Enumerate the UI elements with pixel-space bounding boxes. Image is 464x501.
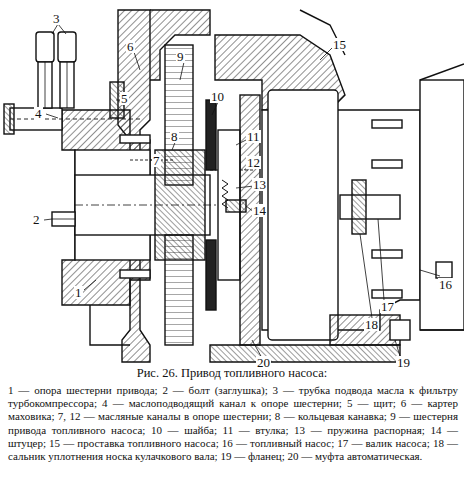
drawing-stroke: [46, 114, 58, 118]
drawing-stroke: [120, 135, 150, 143]
drawing-stroke: [210, 345, 400, 362]
drawing-stroke: [58, 32, 76, 62]
drawing-stroke: [372, 160, 402, 168]
drawing-stroke: [36, 32, 54, 62]
callout-number: 5: [120, 92, 129, 105]
drawing-stroke: [4, 104, 14, 134]
callout-number: 6: [126, 40, 135, 53]
drawing-stroke: [180, 62, 184, 80]
drawing-stroke: [240, 95, 260, 345]
drawing-stroke: [206, 240, 216, 310]
drawing-stroke: [360, 234, 372, 318]
drawing-stroke: [395, 340, 400, 356]
drawing-stroke: [60, 62, 74, 108]
drawing-stroke: [372, 120, 402, 128]
drawing-stroke: [44, 24, 440, 358]
drawing-stroke: [420, 270, 440, 276]
drawing-stroke: [58, 24, 66, 34]
callout-number: 19: [396, 356, 411, 369]
drawing-stroke: [372, 290, 402, 298]
drawing-stroke: [390, 320, 410, 340]
drawing-stroke: [52, 24, 58, 34]
drawing-stroke: [84, 280, 96, 290]
callout-number: 9: [176, 50, 185, 63]
drawing-stroke: [52, 219, 75, 220]
drawing-stroke: [4, 10, 464, 362]
callout-number: 17: [380, 300, 395, 313]
drawing-stroke: [52, 212, 75, 226]
drawing-stroke: [340, 195, 400, 219]
drawing-stroke: [320, 48, 332, 60]
figure-caption: Рис. 26. Привод топливного насоса:: [0, 366, 464, 381]
callout-number: 2: [32, 213, 41, 226]
drawing-stroke: [372, 250, 402, 258]
callout-number: 8: [170, 130, 179, 143]
callout-number: 14: [252, 204, 267, 217]
drawing-stroke: [67, 62, 68, 108]
callout-number: 7: [152, 154, 161, 167]
callout-number: 3: [52, 12, 61, 25]
drawing-stroke: [420, 80, 464, 330]
callout-number: 15: [332, 38, 347, 51]
callout-number: 12: [246, 156, 261, 169]
drawing-stroke: [38, 62, 52, 108]
callout-number: 18: [364, 318, 379, 331]
legend-text: 1 — опора шестерни привода; 2 — болт (за…: [8, 384, 458, 463]
callout-number: 4: [34, 107, 43, 120]
drawing-stroke: [268, 90, 338, 340]
drawing-stroke: [45, 62, 46, 108]
callout-number: 11: [246, 130, 261, 143]
drawing-stroke: [378, 219, 384, 300]
drawing-stroke: [120, 270, 150, 278]
callout-number: 1: [74, 286, 83, 299]
drawing-stroke: [420, 329, 464, 330]
callout-number: 10: [210, 90, 225, 103]
drawing-stroke: [10, 119, 140, 120]
drawing-stroke: [155, 150, 205, 260]
callout-number: 16: [438, 278, 453, 291]
drawing-stroke: [90, 305, 130, 345]
drawing-stroke: [44, 219, 52, 220]
callout-number: 13: [252, 178, 267, 191]
callout-number: 20: [256, 356, 271, 369]
drawing-stroke: [352, 180, 366, 234]
drawing-stroke: [134, 52, 140, 70]
drawing-stroke: [420, 64, 464, 80]
drawing-stroke: [212, 102, 218, 115]
